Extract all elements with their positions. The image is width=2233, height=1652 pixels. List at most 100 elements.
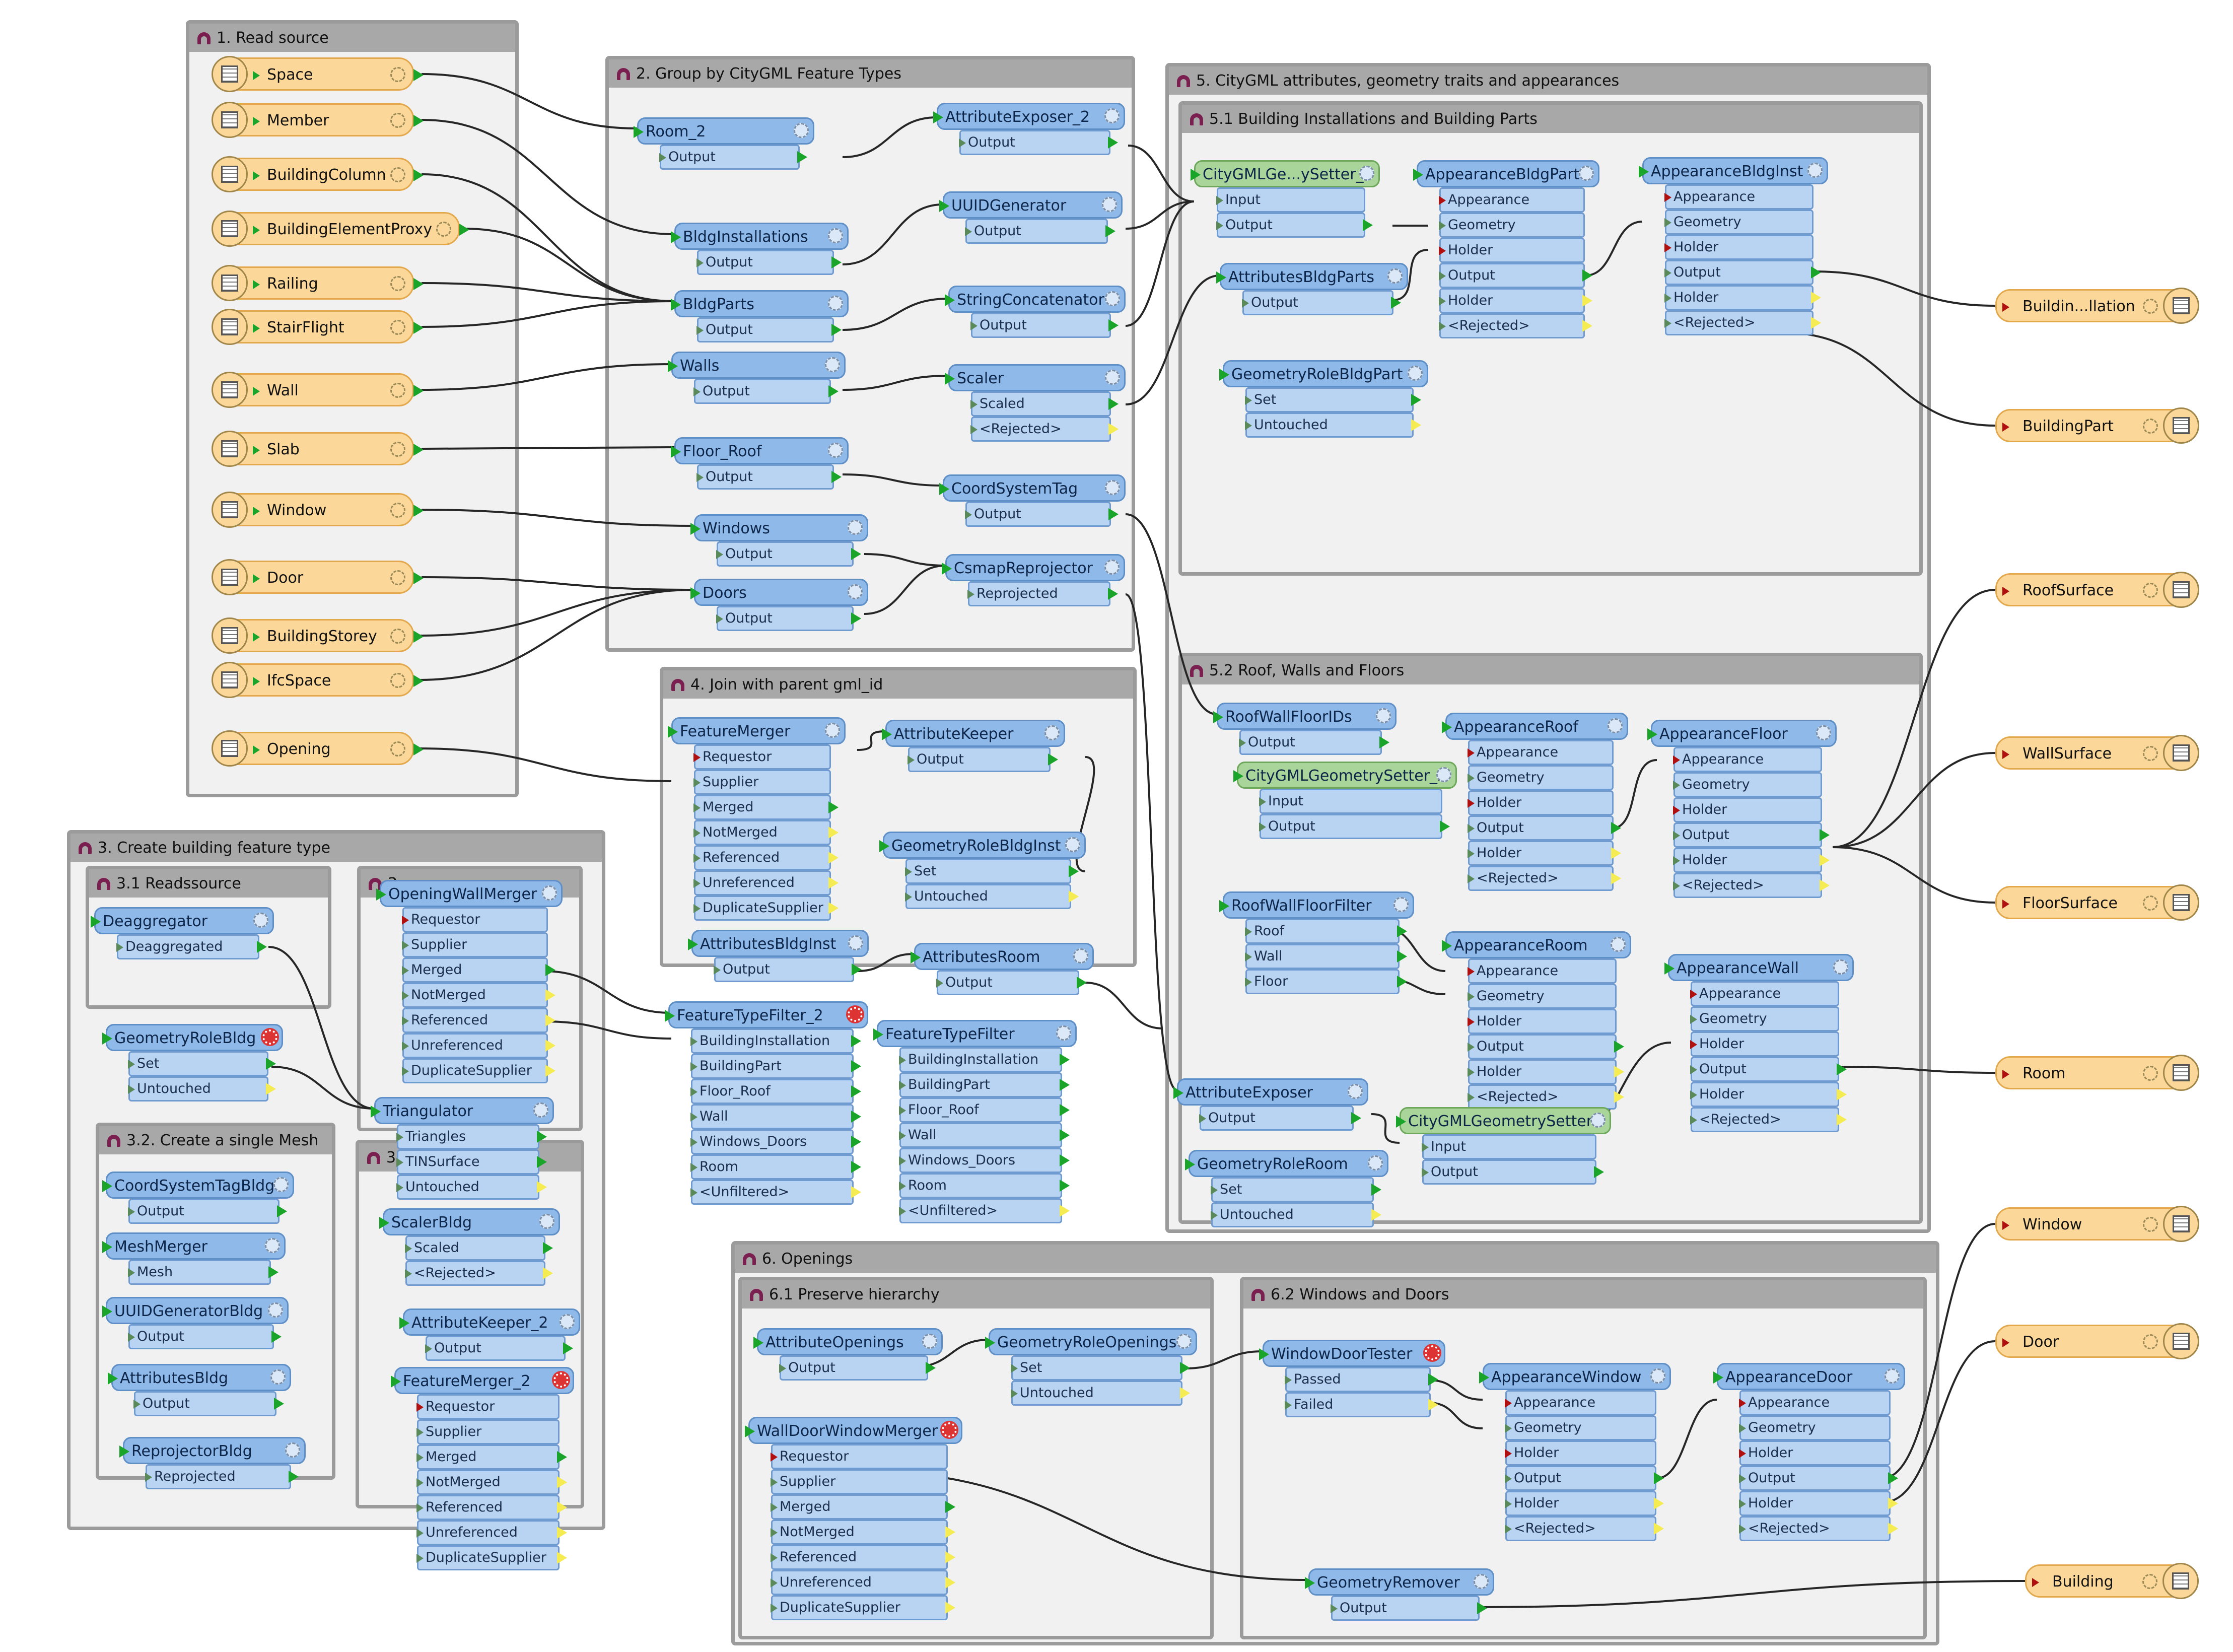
port-windows_doors[interactable]: Windows_Doors: [899, 1148, 1070, 1173]
output-port-arrow[interactable]: [1397, 976, 1407, 988]
writer-room[interactable]: Room: [1995, 1055, 2199, 1091]
input-port-arrow[interactable]: [1413, 169, 1423, 181]
port-duplicatesupplier[interactable]: DuplicateSupplier: [402, 1058, 555, 1083]
transformer-header[interactable]: MeshMerger: [102, 1232, 286, 1260]
writer-building[interactable]: Building: [2025, 1563, 2199, 1599]
input-port-arrow[interactable]: [933, 111, 943, 123]
transformer-header[interactable]: AppearanceBldgPart: [1413, 160, 1599, 187]
gear-icon[interactable]: [1474, 1574, 1489, 1589]
connection-line[interactable]: [1832, 589, 1996, 848]
input-port-arrow[interactable]: [1479, 1371, 1489, 1384]
gear-icon[interactable]: [390, 570, 405, 585]
connection-line[interactable]: [1125, 200, 1195, 230]
output-port-arrow[interactable]: [459, 224, 469, 236]
transformer-header[interactable]: Room_2: [634, 117, 814, 145]
port-set[interactable]: Set: [1011, 1355, 1190, 1381]
input-port-arrow[interactable]: [102, 1305, 112, 1318]
input-port-arrow[interactable]: [1396, 1116, 1406, 1128]
port-unfiltered[interactable]: <Unfiltered>: [899, 1198, 1070, 1223]
connection-line[interactable]: [1611, 759, 1657, 830]
connection-line[interactable]: [418, 747, 672, 782]
gear-icon[interactable]: [270, 1369, 286, 1385]
input-port-arrow[interactable]: [911, 951, 921, 963]
output-port-arrow[interactable]: [413, 631, 424, 643]
output-port-arrow[interactable]: [1428, 1373, 1438, 1386]
output-port-arrow[interactable]: [945, 1551, 955, 1563]
connection-line[interactable]: [857, 953, 915, 972]
input-port-arrow[interactable]: [1213, 711, 1223, 723]
transformer-header[interactable]: CsmapReprojector: [942, 554, 1125, 581]
port-unreferenced[interactable]: Unreferenced: [771, 1570, 955, 1595]
transformer-header[interactable]: Walls: [668, 352, 846, 379]
output-port-arrow[interactable]: [557, 1451, 567, 1463]
port-merged[interactable]: Merged: [771, 1494, 955, 1520]
output-port-arrow[interactable]: [851, 1161, 861, 1173]
output-port-arrow[interactable]: [413, 69, 424, 81]
port-appearance[interactable]: Appearance: [1673, 747, 1822, 772]
transformer-header[interactable]: WindowDoorTester: [1259, 1340, 1445, 1367]
input-port-arrow[interactable]: [985, 1337, 995, 1349]
output-port-arrow[interactable]: [266, 1083, 276, 1095]
port-buildinginstallation[interactable]: BuildingInstallation: [899, 1047, 1070, 1072]
connection-line[interactable]: [421, 509, 694, 527]
port-untouched[interactable]: Untouched: [128, 1076, 276, 1102]
output-port-arrow[interactable]: [1077, 977, 1087, 989]
input-port-arrow[interactable]: [665, 1010, 675, 1022]
port-output[interactable]: Output: [716, 541, 861, 567]
gear-icon[interactable]: [1608, 718, 1623, 733]
input-port-arrow[interactable]: [1639, 166, 1649, 178]
port-reprojected[interactable]: Reprojected: [145, 1464, 299, 1489]
transformer-header[interactable]: GeometryRoleRoom: [1185, 1150, 1388, 1177]
output-port-arrow[interactable]: [828, 852, 839, 864]
transformer-header[interactable]: GeometryRemover: [1305, 1568, 1494, 1596]
input-port-arrow[interactable]: [1442, 721, 1452, 733]
output-port-arrow[interactable]: [557, 1552, 567, 1564]
transformer-header[interactable]: CoordSystemTag: [939, 474, 1126, 502]
transformer-header[interactable]: AttributesBldgInst: [688, 930, 869, 957]
port-supplier[interactable]: Supplier: [402, 932, 548, 957]
port-output[interactable]: Output: [1690, 1057, 1847, 1082]
output-port-arrow[interactable]: [1820, 854, 1830, 866]
port-output[interactable]: Output: [659, 145, 807, 170]
port-rejected[interactable]: <Rejected>: [1505, 1516, 1664, 1541]
port-output[interactable]: Output: [133, 1391, 284, 1416]
connection-line[interactable]: [1832, 846, 1996, 904]
port-rejected[interactable]: <Rejected>: [1439, 313, 1592, 338]
port-untouched[interactable]: Untouched: [1011, 1381, 1190, 1406]
port-output[interactable]: Output: [965, 219, 1115, 244]
port-duplicatesupplier[interactable]: DuplicateSupplier: [416, 1545, 567, 1570]
port-output[interactable]: Output: [1468, 815, 1621, 841]
gear-icon[interactable]: [825, 357, 840, 372]
port-requestor[interactable]: Requestor: [771, 1444, 948, 1469]
bookmark-header[interactable]: 5.1 Building Installations and Building …: [1182, 105, 1919, 133]
output-port-arrow[interactable]: [289, 1471, 299, 1483]
output-port-arrow[interactable]: [1888, 1523, 1898, 1535]
port-output[interactable]: Output: [1422, 1159, 1604, 1185]
port-appearance[interactable]: Appearance: [1439, 187, 1585, 213]
connection-line[interactable]: [842, 473, 943, 487]
output-port-arrow[interactable]: [537, 1131, 547, 1143]
output-port-arrow[interactable]: [413, 505, 424, 517]
output-port-arrow[interactable]: [1379, 736, 1389, 748]
connection-line[interactable]: [421, 446, 675, 450]
port-holder[interactable]: Holder: [1739, 1491, 1898, 1516]
input-port-arrow[interactable]: [1185, 1158, 1195, 1171]
transformer-header[interactable]: WallDoorWindowMerger: [745, 1417, 962, 1444]
gear-icon[interactable]: [1105, 370, 1120, 385]
input-port-arrow[interactable]: [939, 200, 949, 212]
port-wall[interactable]: Wall: [690, 1104, 861, 1129]
output-port-arrow[interactable]: [1811, 266, 1821, 279]
writer-floorsurface[interactable]: FloorSurface: [1995, 884, 2199, 921]
gear-icon[interactable]: [390, 503, 405, 518]
connection-line[interactable]: [1392, 249, 1429, 301]
transformer-header[interactable]: AppearanceBldgInst: [1639, 157, 1828, 184]
connection-line[interactable]: [1882, 1340, 1996, 1503]
input-port-arrow[interactable]: [1442, 940, 1452, 952]
gear-icon[interactable]: [848, 935, 863, 950]
connection-line[interactable]: [1125, 513, 1217, 715]
transformer-header[interactable]: Scaler: [945, 364, 1126, 391]
port-holder[interactable]: Holder: [1468, 1059, 1624, 1084]
connection-line[interactable]: [1125, 200, 1195, 327]
gear-icon[interactable]: [2143, 896, 2158, 911]
output-port-arrow[interactable]: [413, 322, 424, 334]
